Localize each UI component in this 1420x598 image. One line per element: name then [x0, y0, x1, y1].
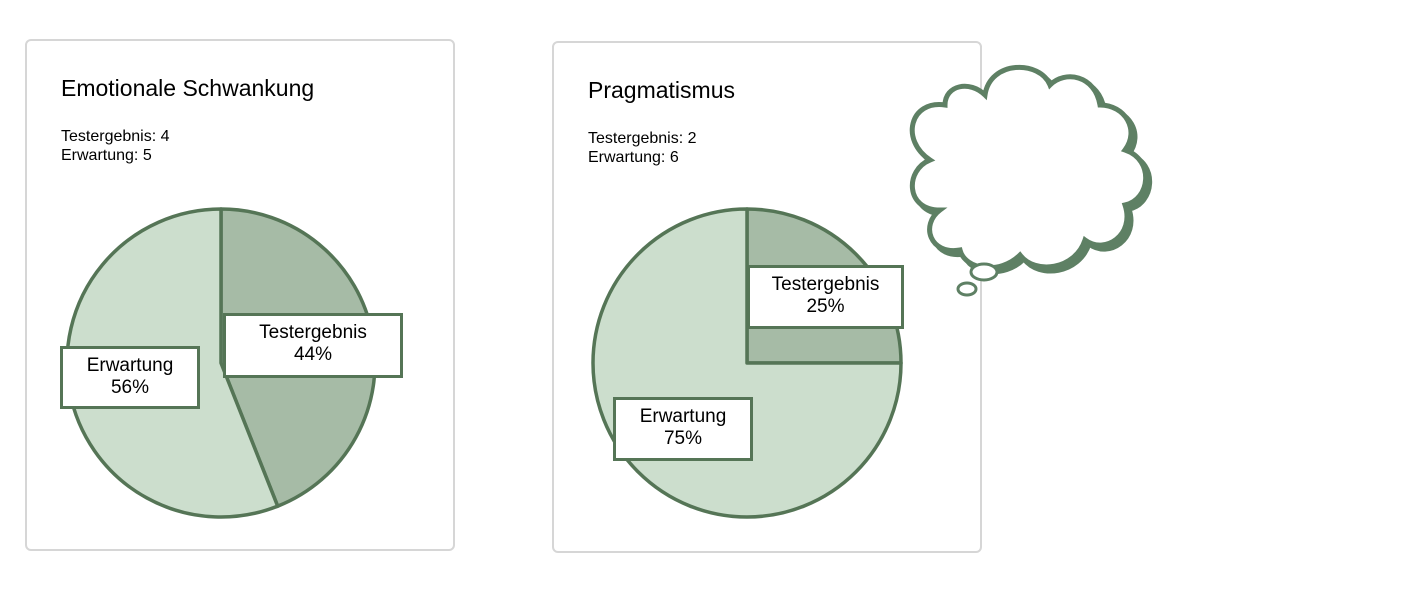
slice-label-erwartung: Erwartung 56% — [60, 346, 200, 409]
slice-label-name: Testergebnis — [771, 274, 880, 295]
slice-label-testergebnis: Testergebnis 25% — [747, 265, 904, 329]
slice-label-name: Testergebnis — [259, 322, 367, 343]
stat-erwartung: Erwartung: 5 — [61, 147, 152, 164]
slice-label-testergebnis: Testergebnis 44% — [223, 313, 403, 378]
slice-label-percent: 25% — [806, 296, 845, 317]
chart-card-emotionale-schwankung: Emotionale Schwankung Testergebnis: 4 Er… — [25, 39, 455, 551]
chart-stats: Testergebnis: 4 Erwartung: 5 — [61, 127, 170, 165]
stat-erwartung: Erwartung: 6 — [588, 149, 679, 166]
slice-label-percent: 44% — [293, 344, 333, 365]
slice-label-name: Erwartung — [639, 406, 727, 427]
pie-chart — [65, 207, 377, 519]
slice-label-erwartung: Erwartung 75% — [613, 397, 753, 461]
stat-testergebnis: Testergebnis: 4 — [61, 128, 170, 145]
chart-title: Pragmatismus — [588, 77, 735, 103]
thought-bubble-icon — [909, 64, 1153, 297]
chart-title: Emotionale Schwankung — [61, 75, 315, 101]
chart-stats: Testergebnis: 2 Erwartung: 6 — [588, 129, 697, 167]
slice-label-name: Erwartung — [86, 355, 174, 376]
slice-label-percent: 56% — [110, 377, 150, 398]
stat-testergebnis: Testergebnis: 2 — [588, 130, 697, 147]
slice-label-percent: 75% — [663, 428, 703, 449]
